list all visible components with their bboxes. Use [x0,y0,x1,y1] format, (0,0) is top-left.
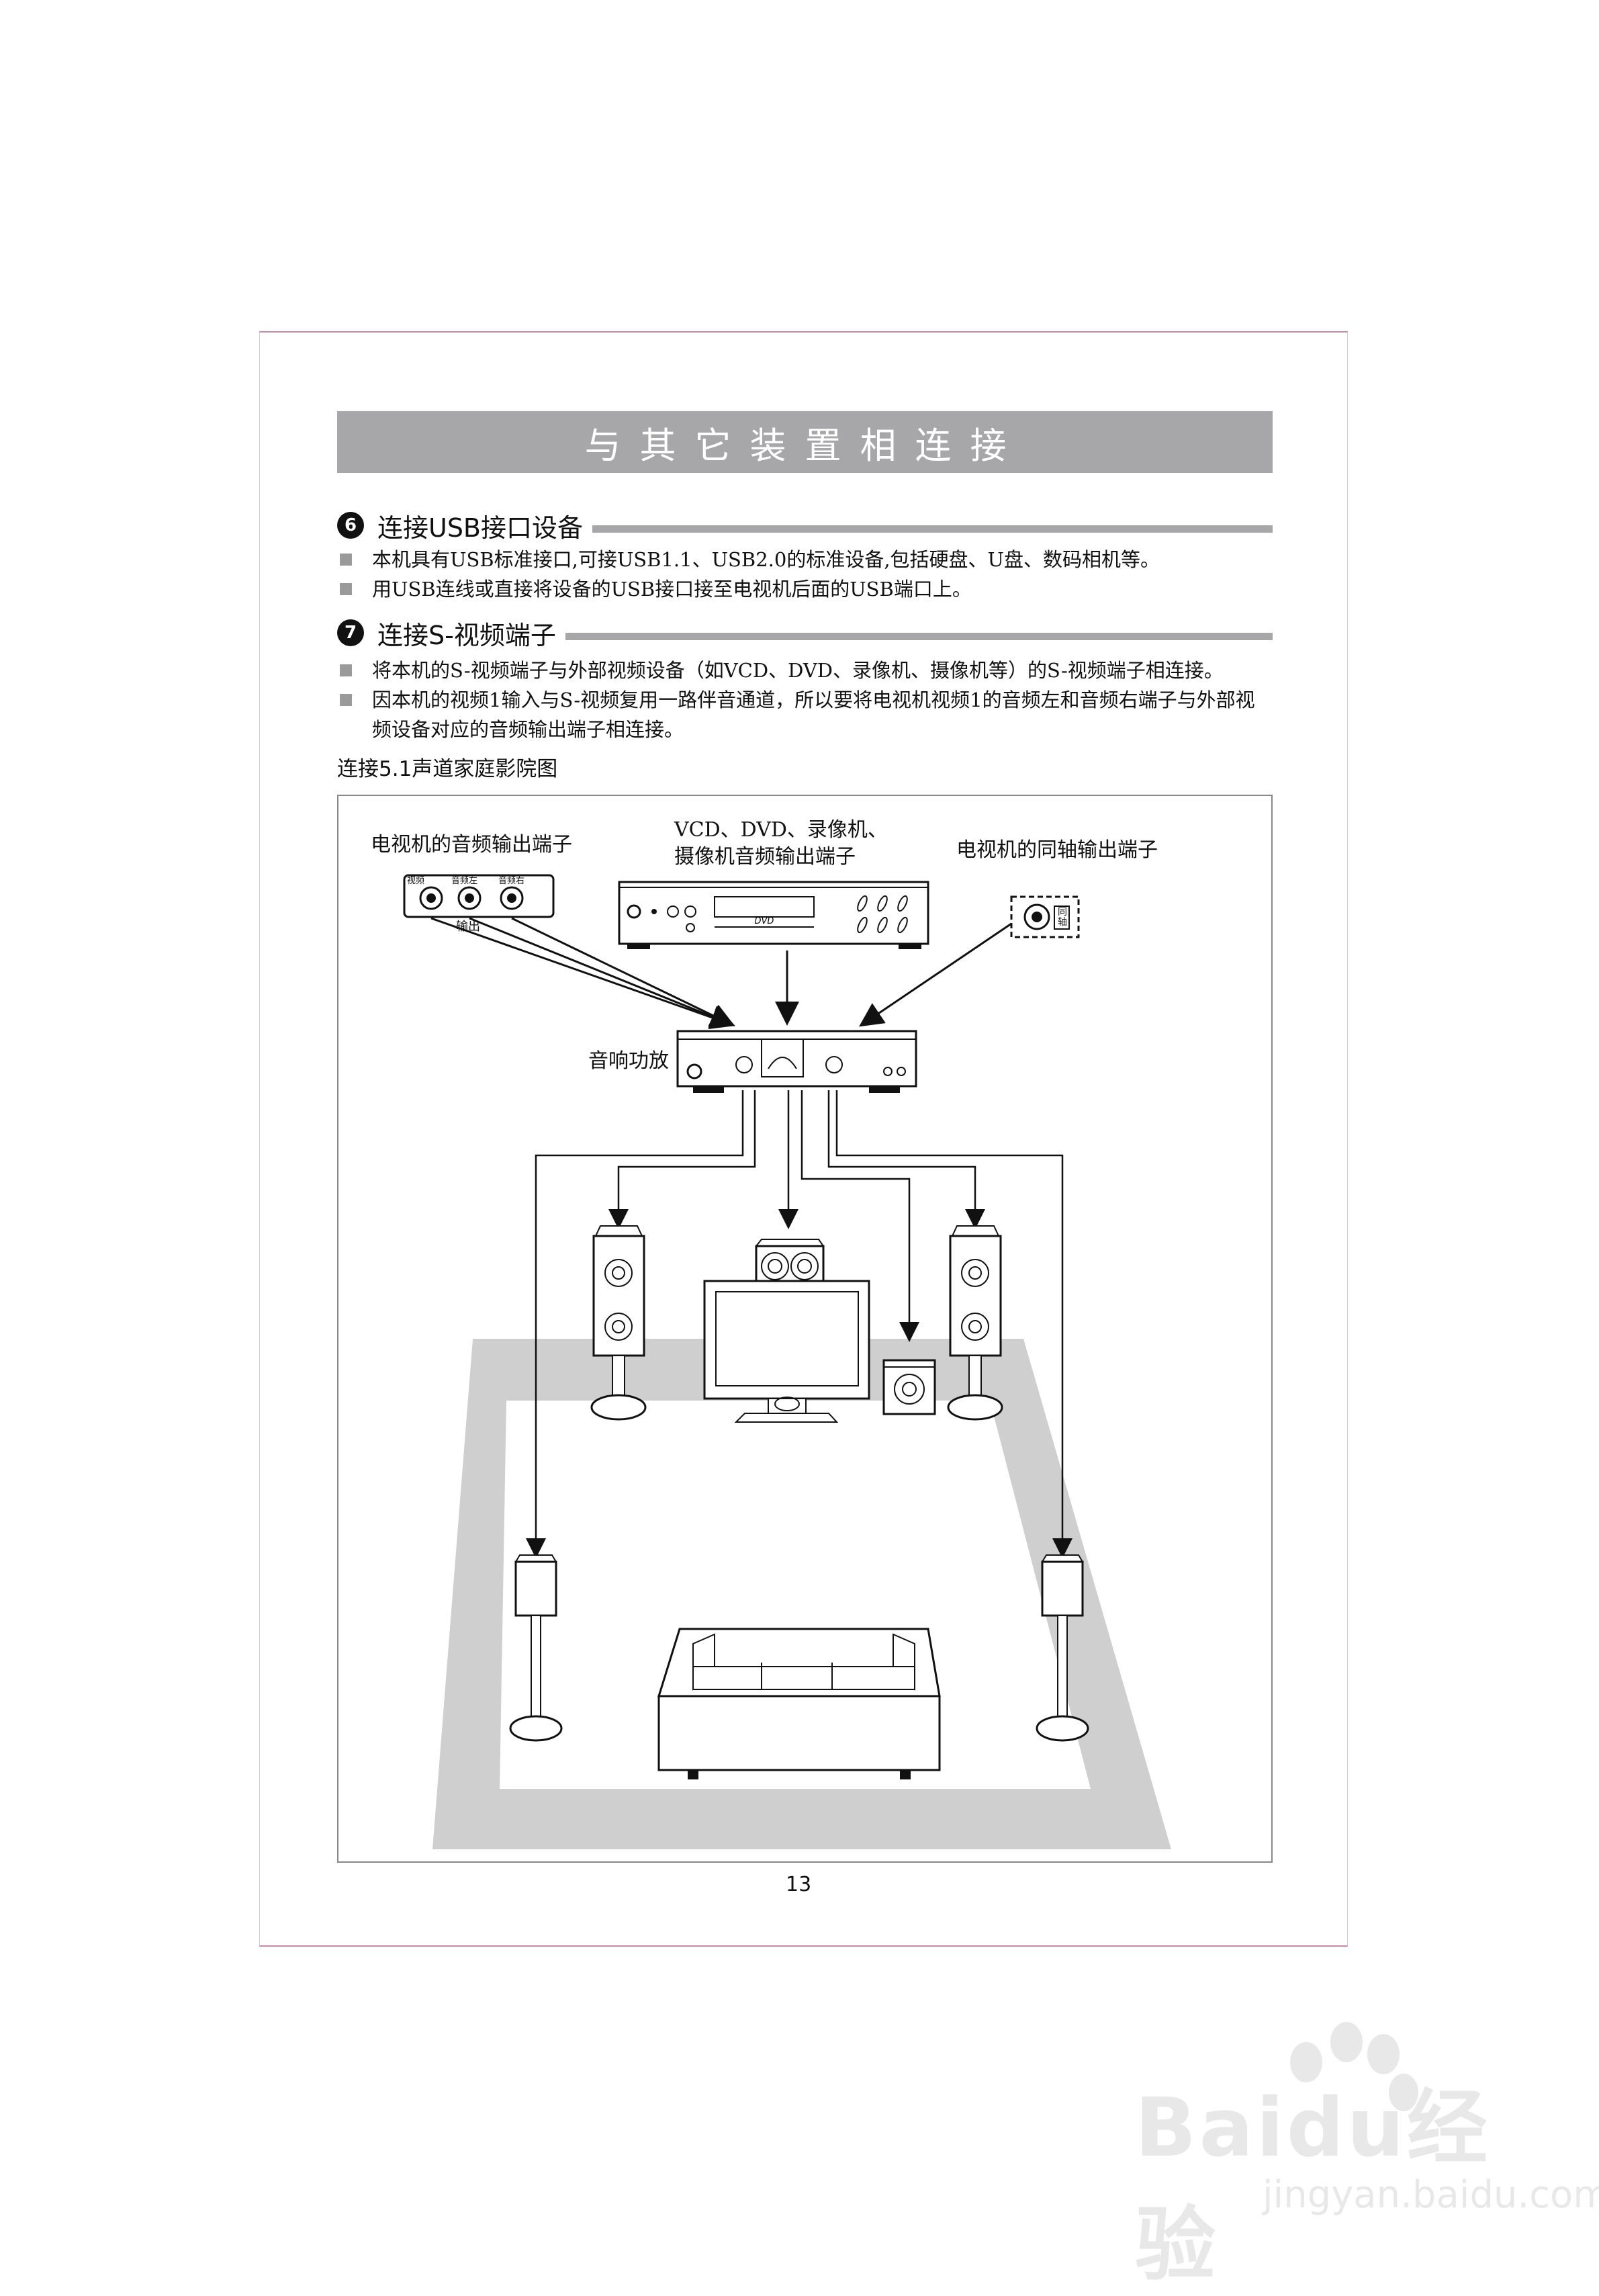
list-item: 因本机的视频1输入与S-视频复用一路伴音通道，所以要将电视机视频1的音频左和音频… [337,685,1264,744]
watermark-url: jingyan.baidu.com [1263,2173,1599,2217]
center-speaker [754,1239,825,1288]
dvd-player: DVD [618,881,929,949]
jack-video-label: 视频 [407,876,425,886]
bullet-square-icon [340,694,352,706]
tv-audio-output-panel [403,874,555,918]
list-item: 用USB连线或直接将设备的USB接口接至电视机后面的USB端口上。 [337,574,1277,604]
section-title: 连接USB接口设备 [377,513,584,543]
floor-inner-area [500,1401,1091,1789]
section-rule [565,632,1273,640]
section-svideo-header: 7 连接S-视频端子 [337,613,1273,653]
section-title: 连接S-视频端子 [377,620,556,650]
section-rule [592,525,1273,533]
coax-output-panel [1010,895,1080,938]
front-right-speaker [947,1225,1003,1421]
home-theater-diagram: DVD [337,795,1273,1863]
amplifier-label: 音响功放 [588,1049,669,1073]
section-number-badge: 7 [337,619,364,646]
page-number: 13 [786,1873,812,1896]
jack-group-label: 输出 [456,920,480,934]
list-item: 本机具有USB标准接口,可接USB1.1、USB2.0的标准设备,包括硬盘、U盘… [337,545,1277,574]
baidu-watermark-logo: Baidu经验 jingyan.baidu.com [1135,2015,1599,2292]
rear-right-speaker [1036,1554,1089,1742]
coax-jack-label: 同轴 [1058,907,1067,928]
bullet-square-icon [340,554,352,566]
jack-audio-right-label: 音频右 [498,876,525,886]
bullet-square-icon [340,664,352,676]
page-frame [259,331,1348,1947]
player-output-label-line2: 摄像机音频输出端子 [674,845,856,869]
coax-output-label: 电视机的同轴输出端子 [956,838,1158,862]
bullet-square-icon [340,583,352,595]
paw-icon [1290,2022,1418,2111]
television [703,1280,870,1423]
diagram-graphic: DVD [403,874,1171,1849]
subwoofer [882,1359,936,1415]
jack-audio-left-label: 音频左 [451,876,478,886]
page-title: 与其它装置相连接 [337,411,1273,473]
usb-bullet-list: 本机具有USB标准接口,可接USB1.1、USB2.0的标准设备,包括硬盘、U盘… [337,545,1277,604]
sofa [657,1628,941,1779]
front-left-speaker [590,1225,647,1421]
svg-text:DVD: DVD [755,916,774,926]
player-output-label-line1: VCD、DVD、录像机、 [674,818,888,842]
svideo-bullet-list: 将本机的S-视频端子与外部视频设备（如VCD、DVD、录像机、摄像机等）的S-视… [337,656,1264,744]
diagram-title: 连接5.1声道家庭影院图 [337,757,558,781]
section-usb-header: 6 连接USB接口设备 [337,505,1273,545]
rear-left-speaker [509,1554,563,1742]
tv-audio-output-label: 电视机的音频输出端子 [371,833,572,856]
amplifier [676,1030,917,1093]
section-number-badge: 6 [337,512,364,539]
list-item: 将本机的S-视频端子与外部视频设备（如VCD、DVD、录像机、摄像机等）的S-视… [337,656,1264,685]
